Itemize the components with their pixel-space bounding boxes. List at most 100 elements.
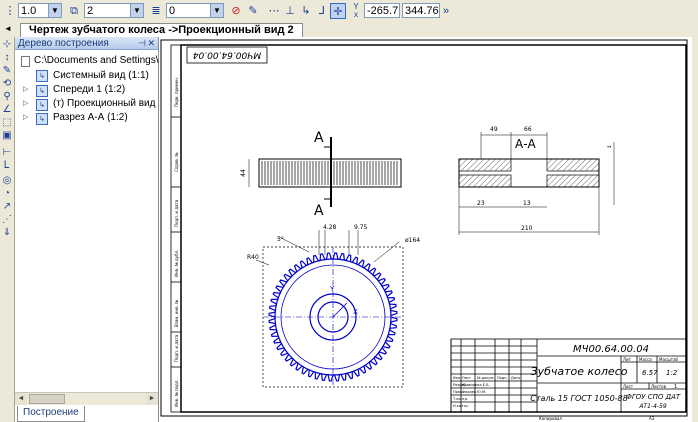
title-block <box>450 338 687 413</box>
geometry-icon[interactable]: ⊹ <box>2 39 12 50</box>
expand-icon[interactable]: ▷ <box>23 114 29 121</box>
document-tabstrip: ◄ Чертеж зубчатого колеса ->Проекционный… <box>0 22 698 38</box>
arc-icon[interactable]: ◔ <box>3 188 11 199</box>
grip-icon: ⋮ <box>4 5 16 17</box>
dim-428: 4.28 <box>323 224 337 231</box>
dim-23: 23 <box>477 200 485 207</box>
dim-49: 49 <box>490 126 498 133</box>
cursor-coords-icon[interactable]: ✛ <box>330 3 346 19</box>
scale-value: 1:2 <box>666 369 678 377</box>
sheets-value: 1 <box>674 384 677 390</box>
signer-role: Т.контр. <box>452 397 468 401</box>
row-label: Изм. <box>453 376 461 380</box>
compact-toolbar: ⊹ ↕ ✎ ⟲ ⚲ ∠ ⬚ ▣ ⊢ Ꮮ ◎ ◔ ↗ ⋰ ⇓ <box>0 37 15 422</box>
tree-root-item[interactable]: C:\Documents and Settings\1\М <box>34 55 176 66</box>
side-label: Инв. № дубл. <box>174 250 179 277</box>
tab-scroll-left-icon[interactable]: ◄ <box>4 24 12 33</box>
side-label: Подп. и дата <box>174 199 179 227</box>
measure-icon[interactable]: ∠ <box>2 104 12 115</box>
layers-icon[interactable]: ≣ <box>151 5 161 17</box>
coord-x-axis-label: Y <box>353 2 359 11</box>
coord-y-axis-label: x <box>354 10 358 19</box>
tab-construction[interactable]: Построение <box>17 406 85 422</box>
designations-icon[interactable]: ✎ <box>2 65 12 76</box>
select-icon[interactable]: ⬚ <box>2 117 12 128</box>
side-label: Подп. и дата <box>174 334 179 362</box>
gear-view: Y X 5° 4.28 9.75 ø164 R40 <box>247 224 420 388</box>
ortho-icon[interactable]: ⊥ <box>285 5 295 17</box>
dim-angle: 5° <box>277 236 284 243</box>
row-label: Дата <box>511 376 520 380</box>
chevron-down-icon[interactable]: ▼ <box>48 4 61 17</box>
scroll-left-icon[interactable]: ◄ <box>15 393 27 405</box>
tree-item-system-view[interactable]: Системный вид (1:1) <box>53 70 149 81</box>
part-name: Зубчатое колесо <box>531 365 628 378</box>
hatch-icon[interactable]: ⋰ <box>2 214 12 225</box>
coord-y-field[interactable]: 344.76 <box>402 3 440 18</box>
dim-975: 9.75 <box>354 224 368 231</box>
side-label: Справ. № <box>174 153 179 172</box>
chevron-down-icon[interactable]: ▼ <box>130 4 143 17</box>
side-stamp-labels: Перв. примен. Справ. № Подп. и дата Инв.… <box>174 77 179 407</box>
views-icon[interactable]: ▣ <box>2 130 12 141</box>
tree-item-projection-view[interactable]: (т) Проекционный вид 2 ( <box>53 98 170 109</box>
expand-icon[interactable]: ▷ <box>23 100 29 107</box>
view-icon: ↳ <box>36 113 48 125</box>
coord-x-field[interactable]: -265.7 <box>364 3 400 18</box>
side-label: Взам. инв. № <box>174 300 179 327</box>
row-label: № докум. <box>477 376 494 380</box>
dim-66: 66 <box>524 126 532 133</box>
sheets-label: Листов <box>651 384 667 389</box>
svg-text:↕: ↕ <box>607 145 613 149</box>
macro-icon[interactable]: ⇓ <box>2 227 12 238</box>
pin-icon[interactable]: ⊣ <box>138 38 146 48</box>
sheet-frame <box>180 44 687 413</box>
line-scale-select[interactable]: 1.0 ▼ <box>18 3 62 18</box>
line-style-value: 2 <box>87 5 94 17</box>
signer-name: Кравченко Е.Б. <box>462 383 490 387</box>
signer-role: Н.контр. <box>453 404 469 408</box>
copied-label: Копировал <box>539 416 562 421</box>
tree-panel-header: Дерево построения ⊣ ✕ <box>15 37 158 50</box>
chevron-down-icon[interactable]: ▼ <box>210 4 223 17</box>
spline-icon[interactable]: ↗ <box>2 201 12 212</box>
section-view: А-А 49 66 23 13 210 ↕ <box>458 126 615 235</box>
layer-value: 0 <box>169 5 176 17</box>
scale-label: Масштаб <box>659 357 679 362</box>
scroll-thumb[interactable] <box>29 394 65 404</box>
toolbar-overflow-icon[interactable]: » <box>442 5 450 17</box>
polyline-icon[interactable]: ⅃ <box>318 5 326 17</box>
document-tab[interactable]: Чертеж зубчатого колеса ->Проекционный в… <box>20 23 303 38</box>
vertical-scrollbar[interactable] <box>692 37 698 422</box>
drawing-canvas[interactable]: Перв. примен. Справ. № Подп. и дата Инв.… <box>159 37 692 422</box>
scroll-right-icon[interactable]: ► <box>146 393 158 405</box>
coords-axes-icon: Y x <box>348 3 364 19</box>
line-style-select[interactable]: 2 ▼ <box>84 3 144 18</box>
expand-icon[interactable]: ▷ <box>23 86 29 93</box>
tree-item-section-view[interactable]: Разрез А-А (1:2) <box>53 112 128 123</box>
mass-value: 6.57 <box>642 369 658 377</box>
circle-icon[interactable]: ◎ <box>2 175 12 186</box>
local-cs-icon[interactable]: ↳ <box>301 5 311 17</box>
grid-icon[interactable]: ⋯ <box>268 5 280 17</box>
side-label: Перв. примен. <box>174 77 179 107</box>
horizontal-scrollbar[interactable]: ◄ ► <box>15 392 158 405</box>
mass-label: Масса <box>639 357 652 362</box>
tree-panel: Дерево построения ⊣ ✕ C:\Documents and S… <box>15 37 176 422</box>
snap-icon[interactable]: ✎ <box>248 5 258 17</box>
section-letter-bottom: А <box>314 203 324 219</box>
drawing-sheet[interactable]: Перв. примен. Справ. № Подп. и дата Инв.… <box>159 37 692 422</box>
parametrization-icon[interactable]: ⚲ <box>3 91 11 102</box>
close-icon[interactable]: ✕ <box>147 38 155 48</box>
layer-select[interactable]: 0 ▼ <box>166 3 224 18</box>
dimensions-icon[interactable]: ↕ <box>4 52 10 63</box>
text-icon[interactable]: Ꮮ <box>4 160 10 171</box>
side-label: Инв. № подл. <box>174 379 179 407</box>
layer-icon[interactable]: ⧉ <box>70 5 78 17</box>
view-icon: ↳ <box>36 70 48 82</box>
line-icon[interactable]: ⊢ <box>2 147 12 158</box>
edit-icon[interactable]: ⟲ <box>2 78 12 89</box>
axis-y-label: Y <box>329 285 335 293</box>
magnet-icon[interactable]: ⊘ <box>231 5 241 17</box>
tree-item-front-view[interactable]: Спереди 1 (1:2) <box>53 84 126 95</box>
